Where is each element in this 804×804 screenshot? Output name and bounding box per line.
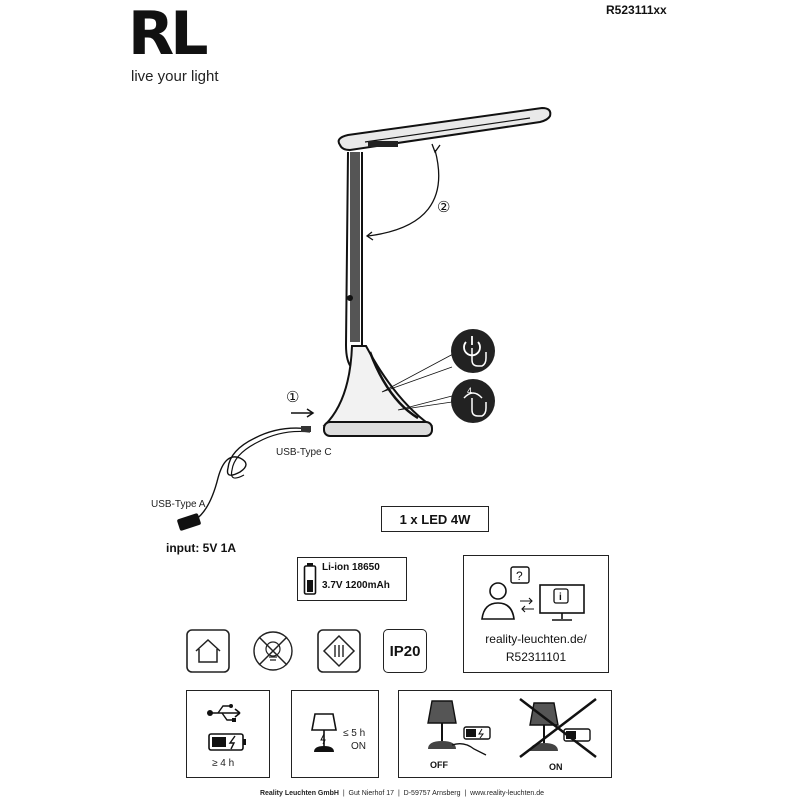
user-support-icon: ? i <box>481 566 585 621</box>
step-1-marker: ① <box>286 389 300 406</box>
svg-text:?: ? <box>516 569 523 583</box>
usb-c-label: USB-Type C <box>276 447 332 458</box>
step-2-marker: ② <box>437 199 451 216</box>
charge-time: ≥ 4 h <box>212 758 235 769</box>
lamp-charging-off-icon <box>427 700 491 756</box>
runtime-box <box>291 690 379 778</box>
battery-charging-icon <box>208 733 246 751</box>
model-number: R523111xx <box>606 3 667 17</box>
footer-sep-2: | <box>397 790 400 797</box>
indoor-use-icon <box>186 629 230 673</box>
footer-sep-3: | <box>464 790 467 797</box>
touch-power-icon <box>451 329 495 373</box>
footer-city: D-59757 Arnsberg <box>403 790 461 797</box>
footer-company: Reality Leuchten GmbH <box>259 790 339 797</box>
ip-rating-badge: IP20 <box>383 629 427 673</box>
usb-a-label: USB-Type A <box>151 499 206 510</box>
svg-text:4: 4 <box>467 386 472 396</box>
no-insulation-cover-icon <box>253 631 293 671</box>
lamp-charging-on-icon <box>519 698 597 758</box>
runtime-state: ON <box>351 741 366 752</box>
info-box <box>463 555 609 673</box>
brand-tagline: live your light <box>131 68 219 85</box>
lamp-illustration <box>322 106 552 437</box>
battery-capacity: 3.7V 1200mAh <box>322 580 390 591</box>
battery-icon <box>303 563 317 595</box>
footer-sep-1: | <box>342 790 345 797</box>
usb-cable-illustration <box>177 426 311 531</box>
led-spec-box: 1 x LED 4W <box>381 506 489 532</box>
arrow-right-icon <box>291 408 315 418</box>
usage-off-label: OFF <box>430 760 448 770</box>
protection-class-iii-icon <box>317 629 361 673</box>
input-rating: input: 5V 1A <box>166 541 237 555</box>
footer-street: Gut Nierhof 17 <box>348 790 395 797</box>
usage-on-label: ON <box>549 762 563 772</box>
usb-symbol-icon <box>207 704 241 722</box>
support-url: reality-leuchten.de/ <box>485 632 587 646</box>
battery-type: Li-ion 18650 <box>322 562 380 573</box>
svg-text:i: i <box>559 592 562 603</box>
touch-dimmer-icon: 4 <box>451 379 495 423</box>
support-code: R52311101 <box>505 650 567 664</box>
runtime-duration: ≤ 5 h <box>343 728 366 739</box>
footer: Reality Leuchten GmbH | Gut Nierhof 17 |… <box>0 790 804 797</box>
lamp-runtime-icon <box>311 713 337 752</box>
footer-web: www.reality-leuchten.de <box>470 790 545 797</box>
brand-logo: RL <box>128 0 208 69</box>
